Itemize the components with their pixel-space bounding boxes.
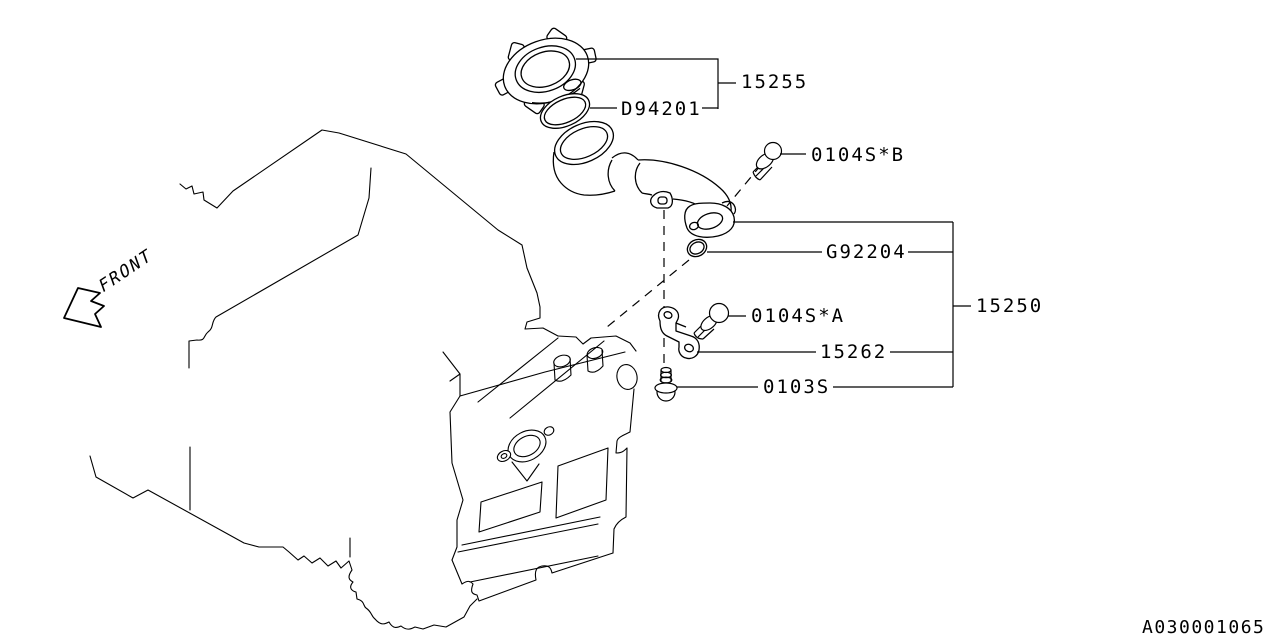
part-label-G92204[interactable]: G92204 (826, 241, 907, 263)
part-label-D94201[interactable]: D94201 (621, 98, 702, 120)
bolt-a-drawing (694, 304, 729, 340)
bolt-b-drawing (753, 143, 782, 181)
filler-duct-drawing (548, 113, 736, 237)
o-ring-drawing (684, 236, 709, 260)
bracket-drawing (659, 307, 700, 359)
dashed-alignment-lines (607, 165, 761, 366)
part-label-15250[interactable]: 15250 (976, 295, 1044, 317)
part-label-15255[interactable]: 15255 (741, 71, 809, 93)
cap-gasket-drawing (535, 87, 595, 136)
bolt-s-drawing (655, 368, 677, 402)
part-label-15262[interactable]: 15262 (820, 341, 888, 363)
part-label-0104S-B[interactable]: 0104S*B (811, 144, 906, 166)
oil-filler-cap-drawing (483, 16, 609, 125)
engine-line-art (90, 130, 639, 629)
part-label-0103S[interactable]: 0103S (763, 376, 831, 398)
part-label-0104S-A[interactable]: 0104S*A (751, 305, 846, 327)
diagram-code: A030001065 (1142, 617, 1266, 638)
leader-lines (576, 59, 971, 387)
front-arrow-icon (64, 288, 104, 327)
